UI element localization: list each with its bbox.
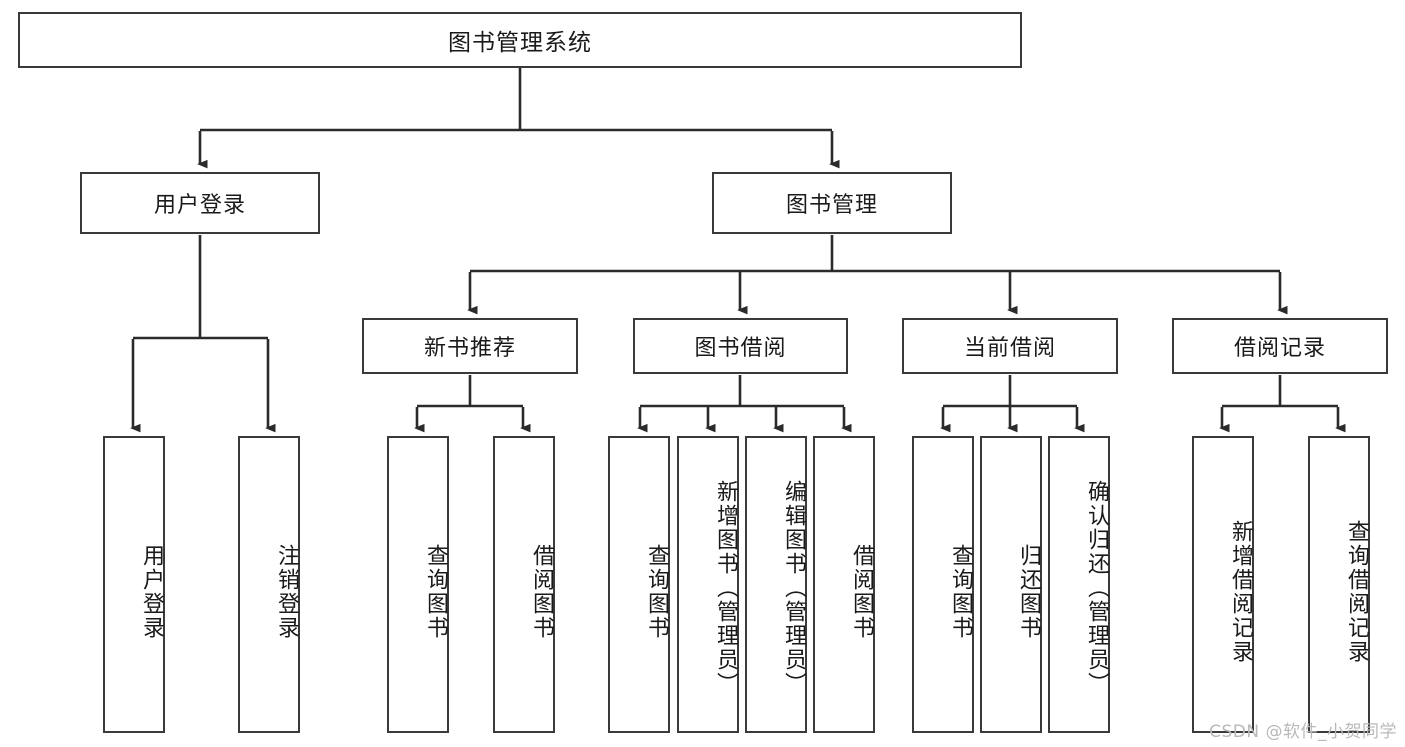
node-user-login[interactable]: 用户登录 (80, 172, 320, 234)
node-leaf-edit-book-admin[interactable]: 编辑图书（管理员） (745, 436, 807, 733)
node-leaf-user-login[interactable]: 用户登录 (103, 436, 165, 733)
node-leaf-return-book[interactable]: 归还图书 (980, 436, 1042, 733)
node-leaf-query-borrow-record[interactable]: 查询借阅记录 (1308, 436, 1370, 733)
node-current-borrow[interactable]: 当前借阅 (902, 318, 1118, 374)
node-leaf-borrow-book-recommend[interactable]: 借阅图书 (493, 436, 555, 733)
node-new-book-recommend[interactable]: 新书推荐 (362, 318, 578, 374)
node-leaf-confirm-return-admin[interactable]: 确认归还（管理员） (1048, 436, 1110, 733)
node-leaf-add-book-admin[interactable]: 新增图书（管理员） (677, 436, 739, 733)
node-leaf-query-book-current[interactable]: 查询图书 (912, 436, 974, 733)
node-leaf-logout-login[interactable]: 注销登录 (238, 436, 300, 733)
watermark-text: CSDN @软件_小贺同学 (1209, 722, 1397, 742)
node-leaf-borrow-book-borrow[interactable]: 借阅图书 (813, 436, 875, 733)
node-leaf-add-borrow-record[interactable]: 新增借阅记录 (1192, 436, 1254, 733)
node-leaf-query-book-recommend[interactable]: 查询图书 (387, 436, 449, 733)
node-book-management[interactable]: 图书管理 (712, 172, 952, 234)
node-book-borrow[interactable]: 图书借阅 (633, 318, 848, 374)
node-leaf-query-book-borrow[interactable]: 查询图书 (608, 436, 670, 733)
node-borrow-record[interactable]: 借阅记录 (1172, 318, 1388, 374)
node-root-system[interactable]: 图书管理系统 (18, 12, 1022, 68)
